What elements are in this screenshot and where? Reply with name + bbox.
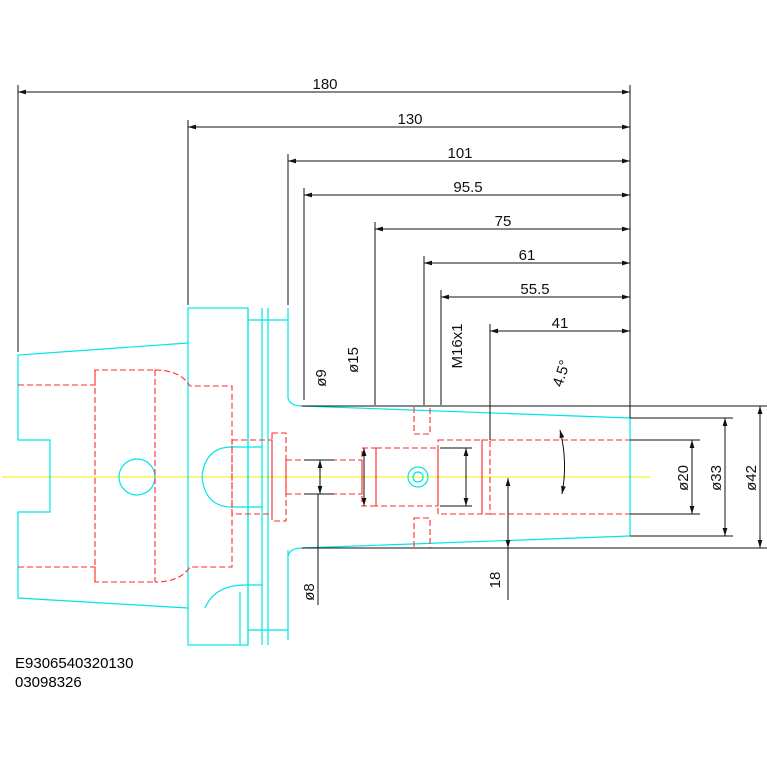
dim-dia42: ø42: [743, 465, 760, 491]
part-codes: E9306540320130 03098326: [15, 654, 133, 692]
dim-m16: M16x1: [449, 323, 466, 368]
dim-dia33: ø33: [708, 465, 725, 491]
dim-130: 130: [397, 111, 422, 128]
dim-180: 180: [312, 76, 337, 93]
dim-dia15: ø15: [345, 347, 362, 373]
dim-75: 75: [495, 213, 512, 230]
dim-18: 18: [487, 572, 504, 589]
dim-dia20: ø20: [675, 465, 692, 491]
diameter-dimensions: ø9 ø15 M16x1 ø8 18 4.5°: [301, 323, 574, 605]
dim-95-5: 95.5: [453, 179, 482, 196]
dim-dia9: ø9: [313, 369, 330, 387]
dim-55-5: 55.5: [520, 281, 549, 298]
hidden-lines: [18, 369, 630, 583]
length-dimensions: 180 130 101 95.5 75 61 55.5 41: [17, 76, 631, 440]
dim-angle: 4.5°: [549, 358, 573, 389]
part-code-line2: 03098326: [15, 674, 82, 691]
dim-41: 41: [552, 315, 569, 332]
dim-61: 61: [519, 247, 536, 264]
holder-outline: [17, 307, 631, 646]
dim-dia8: ø8: [301, 583, 318, 601]
dim-101: 101: [447, 145, 472, 162]
part-code-line1: E9306540320130: [15, 655, 134, 672]
outer-diameter-dimensions: ø20 ø33 ø42: [302, 405, 767, 549]
